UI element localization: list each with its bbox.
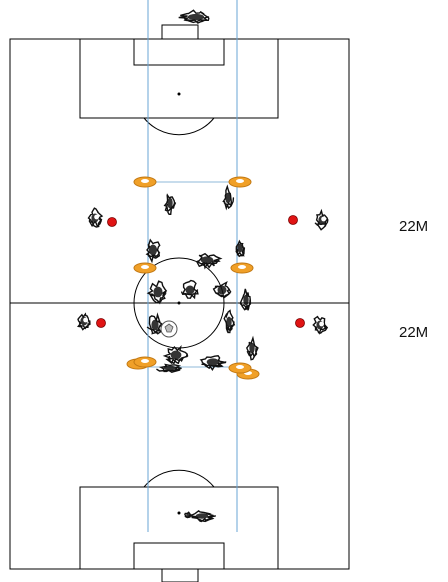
red-marker [97, 319, 106, 328]
bottom-goal [162, 569, 198, 582]
ball [161, 321, 177, 337]
top-goal [162, 25, 198, 39]
cone [229, 363, 251, 373]
bottom-six-yard-box [134, 543, 224, 569]
player [182, 281, 198, 299]
player [185, 512, 192, 517]
centre-spot [178, 302, 181, 305]
player [78, 314, 90, 330]
player [223, 187, 233, 209]
player [189, 511, 216, 522]
player [313, 317, 327, 334]
player [179, 10, 209, 23]
player [147, 240, 160, 261]
cone [134, 177, 156, 187]
cone [134, 263, 156, 273]
player [201, 356, 226, 370]
player [197, 254, 220, 268]
distance-label-lower: 22M [399, 324, 428, 341]
players [78, 10, 328, 521]
cone [231, 263, 253, 273]
top-penalty-spot [178, 93, 181, 96]
channel-guides [148, 0, 237, 532]
red-markers [97, 216, 305, 328]
player [165, 347, 188, 363]
player [214, 283, 231, 298]
bottom-penalty-area [80, 487, 278, 569]
player [148, 281, 166, 303]
bottom-penalty-arc [144, 470, 214, 487]
cones [127, 177, 259, 379]
cone [229, 177, 251, 187]
cone [134, 357, 156, 367]
player [241, 289, 251, 310]
red-marker [108, 218, 117, 227]
player [224, 311, 234, 333]
top-penalty-area [80, 39, 278, 118]
red-marker [296, 319, 305, 328]
player [165, 195, 176, 214]
player [148, 315, 162, 334]
distance-label-upper: 22M [399, 218, 428, 235]
player [157, 365, 182, 373]
red-marker [289, 216, 298, 225]
player [89, 208, 103, 227]
player [247, 338, 258, 360]
bottom-penalty-spot [178, 512, 181, 515]
top-penalty-arc [144, 118, 214, 135]
player [315, 211, 327, 230]
